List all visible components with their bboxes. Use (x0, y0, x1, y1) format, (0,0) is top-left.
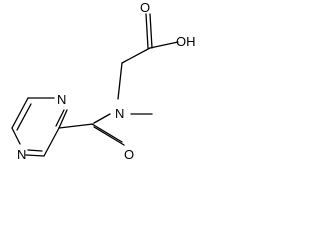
bond-acid-c-oh (149, 41, 179, 49)
bond-acid-c-o-double-1 (145, 13, 149, 49)
bond-amide-c-o-2 (93, 126, 125, 146)
bond-ring-c3-n4 (25, 154, 45, 157)
bond-ring-n4-c5 (11, 127, 21, 145)
bond-ring-c2-c3 (43, 127, 60, 157)
atom-label-amide-nitrogen: N (115, 106, 124, 121)
bond-n-ch2 (117, 62, 123, 100)
bond-ring-n1-c2-a (58, 109, 68, 129)
molecule-drawing: O OH N N N O (11, 0, 196, 162)
bond-ring-n1-c2-b (55, 109, 65, 127)
bond-ring-c3-n4-inner (27, 149, 43, 152)
atom-label-hydroxyl: OH (176, 34, 196, 49)
bond-ring-c5-c6-a (11, 97, 29, 129)
atom-label-pyrazine-nitrogen-bottom: N (17, 147, 26, 162)
bond-amide-c-o-1 (91, 123, 123, 143)
structure-canvas: O OH N N N O (0, 0, 201, 190)
bond-ring-c5-c6-b (16, 103, 32, 131)
bond-amide-c-n (93, 113, 111, 124)
bond-ring-c2-amide-c (58, 123, 94, 129)
atom-label-amide-oxygen: O (124, 147, 134, 162)
bond-ch2-acid-c (121, 47, 151, 64)
atom-label-pyrazine-nitrogen-top: N (57, 92, 66, 107)
atom-label-carbonyl-oxygen: O (140, 0, 150, 15)
bond-acid-c-o-double-2 (149, 13, 153, 49)
